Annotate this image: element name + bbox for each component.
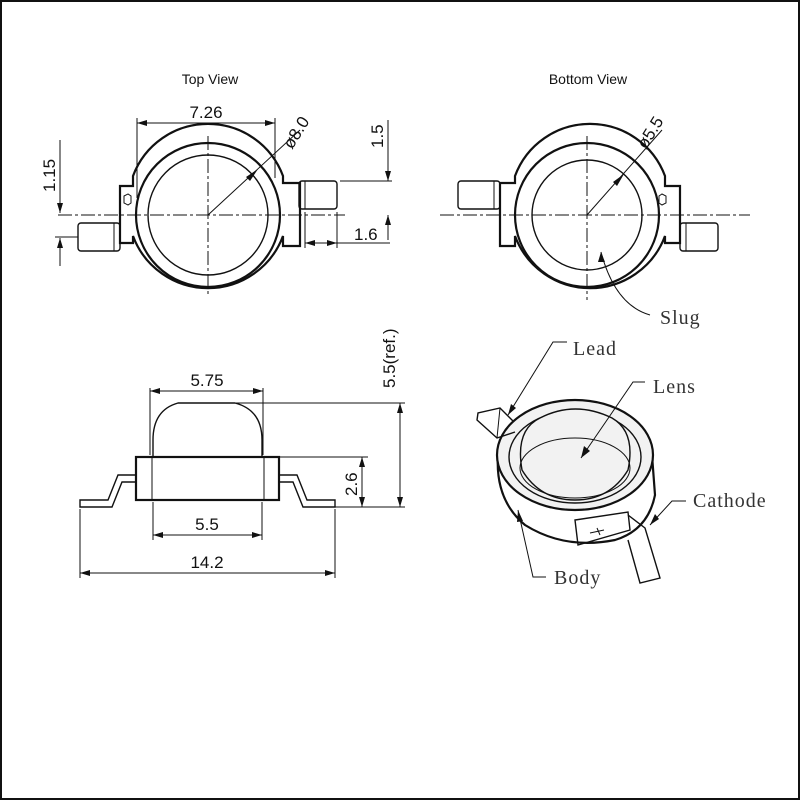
bottom-housing-outline [498, 122, 682, 290]
dim-arrow [359, 497, 365, 507]
dim-arrow [385, 215, 391, 225]
dim-arrow [150, 388, 160, 394]
iso-cathode-lead [627, 514, 661, 584]
bottom-lead-right [679, 222, 719, 252]
label-lens: Lens [653, 376, 696, 398]
label-body: Body [554, 567, 601, 589]
dim-side-body-height: 2.6 [342, 472, 361, 496]
dim-arrow [253, 388, 263, 394]
body-leader [517, 509, 546, 578]
bottom-notch [658, 193, 667, 206]
cathode-leader [649, 500, 686, 526]
dim-arrow [613, 174, 624, 186]
dim-arrow [137, 120, 147, 126]
dim-arrow [385, 171, 391, 181]
dim-arrow [246, 169, 258, 181]
dim-side-lens-width: 5.75 [190, 371, 223, 390]
dim-arrow [57, 203, 63, 213]
leader-arrow [598, 252, 605, 262]
dim-arrow [80, 570, 90, 576]
leader-arrow [517, 510, 523, 522]
bottom-view-title: Bottom View [549, 71, 628, 87]
side-lead-right [279, 474, 336, 508]
dim-top-lead-offset: 1.5 [368, 124, 387, 148]
slug-leader [600, 251, 651, 316]
label-slug: Slug [660, 307, 701, 329]
dim-leader [586, 129, 663, 216]
dim-arrow [325, 570, 335, 576]
top-view-title: Top View [182, 71, 239, 87]
iso-lens-base [519, 437, 631, 499]
dim-arrow [327, 240, 337, 246]
top-notch [123, 193, 132, 206]
top-housing-outline [118, 122, 302, 290]
dim-arrow [153, 532, 163, 538]
side-view: 5.75 5.5(ref.) 2.6 5.5 14.2 [79, 328, 405, 578]
label-lead: Lead [573, 338, 617, 360]
dim-side-total-width: 14.2 [190, 553, 223, 572]
leader-arrow [508, 404, 516, 415]
leader-arrow [650, 514, 659, 525]
dim-bottom-diameter: ø5.5 [633, 113, 667, 152]
iso-cathode-mark [589, 527, 605, 536]
side-body [134, 455, 281, 502]
dim-top-diameter: ø8.0 [279, 113, 313, 152]
top-lead-right [298, 180, 338, 210]
isometric-view: Lead Lens Cathode Body [476, 338, 767, 589]
top-view: Top View 7.26 ø8.0 1.15 [40, 71, 392, 296]
dim-top-lead-height: 1.15 [40, 159, 59, 192]
iso-lens [519, 408, 631, 501]
iso-body [496, 454, 657, 544]
top-housing-step [120, 185, 300, 247]
dim-top-lead-length: 1.6 [354, 225, 378, 244]
side-lead-left [79, 474, 136, 508]
leader-arrow [581, 446, 590, 458]
side-lens-dome [152, 402, 263, 457]
lens-leader [580, 381, 645, 459]
dim-arrow [359, 457, 365, 467]
iso-lead-edge [496, 407, 501, 439]
dim-top-width: 7.26 [189, 103, 222, 122]
dim-side-base-width: 5.5 [195, 515, 219, 534]
dim-arrow [265, 120, 275, 126]
iso-lead [476, 407, 516, 439]
dim-side-total-height: 5.5(ref.) [380, 328, 399, 388]
dim-arrow [57, 238, 63, 248]
iso-cathode-pad [574, 511, 631, 546]
label-cathode: Cathode [693, 490, 767, 512]
dim-arrow [397, 403, 403, 413]
bottom-view: Bottom View ø5.5 Slug [440, 71, 750, 329]
dim-arrow [305, 240, 315, 246]
dim-arrow [252, 532, 262, 538]
lead-leader [507, 341, 567, 416]
dim-arrow [397, 497, 403, 507]
bottom-lead-left [457, 180, 501, 210]
